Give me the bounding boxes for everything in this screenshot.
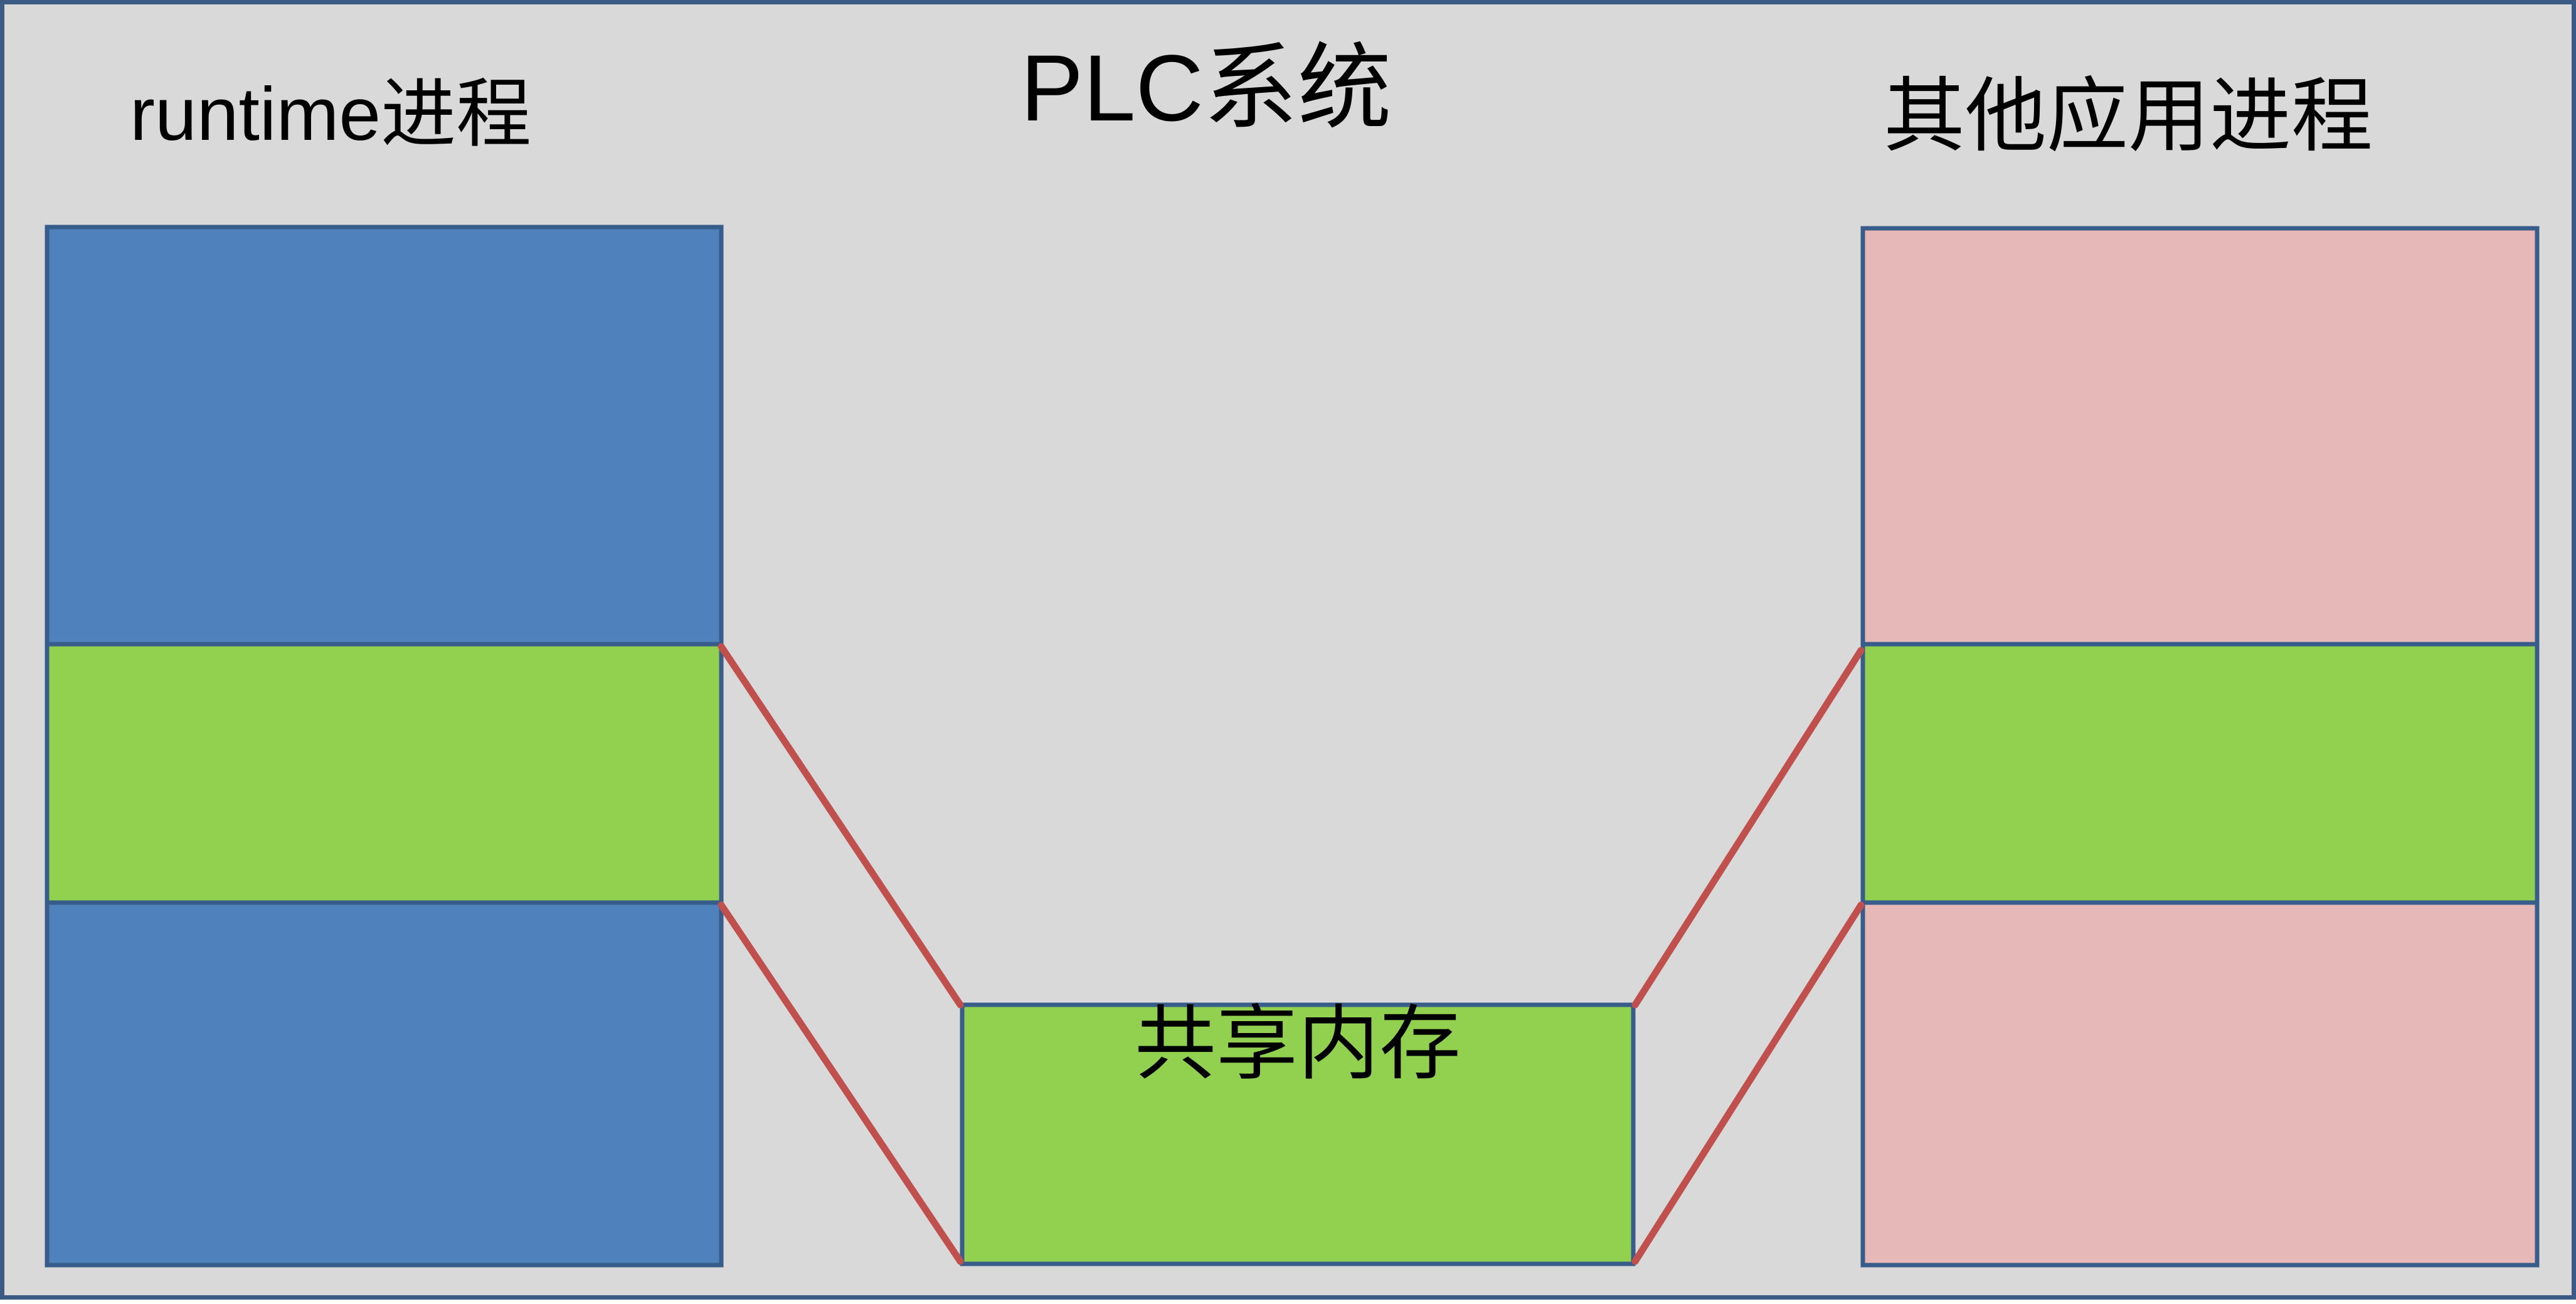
diagram-shapes bbox=[45, 225, 2540, 1268]
other-process-column bbox=[1860, 226, 2540, 1268]
mapping-lines bbox=[718, 643, 1865, 1265]
connector-left-bottom bbox=[718, 901, 964, 1265]
shared-memory-label: 共享内存 bbox=[1134, 1000, 1461, 1090]
runtime-block-bottom bbox=[45, 900, 724, 1268]
other-process-label: 其他应用进程 bbox=[1884, 72, 2373, 162]
runtime-shared-region bbox=[45, 642, 724, 905]
runtime-process-label: runtime进程 bbox=[130, 72, 532, 156]
connector-right-top bbox=[1631, 647, 1865, 1009]
runtime-process-column bbox=[45, 225, 724, 1268]
other-block-top bbox=[1860, 226, 2540, 647]
diagram-title: PLC系统 bbox=[1020, 35, 1392, 140]
connector-right-bottom bbox=[1631, 901, 1865, 1265]
other-block-bottom bbox=[1860, 900, 2540, 1268]
runtime-block-top bbox=[45, 225, 724, 647]
other-shared-region bbox=[1860, 642, 2540, 905]
connector-left-top bbox=[718, 643, 964, 1009]
shared-memory-block bbox=[960, 1002, 1636, 1266]
